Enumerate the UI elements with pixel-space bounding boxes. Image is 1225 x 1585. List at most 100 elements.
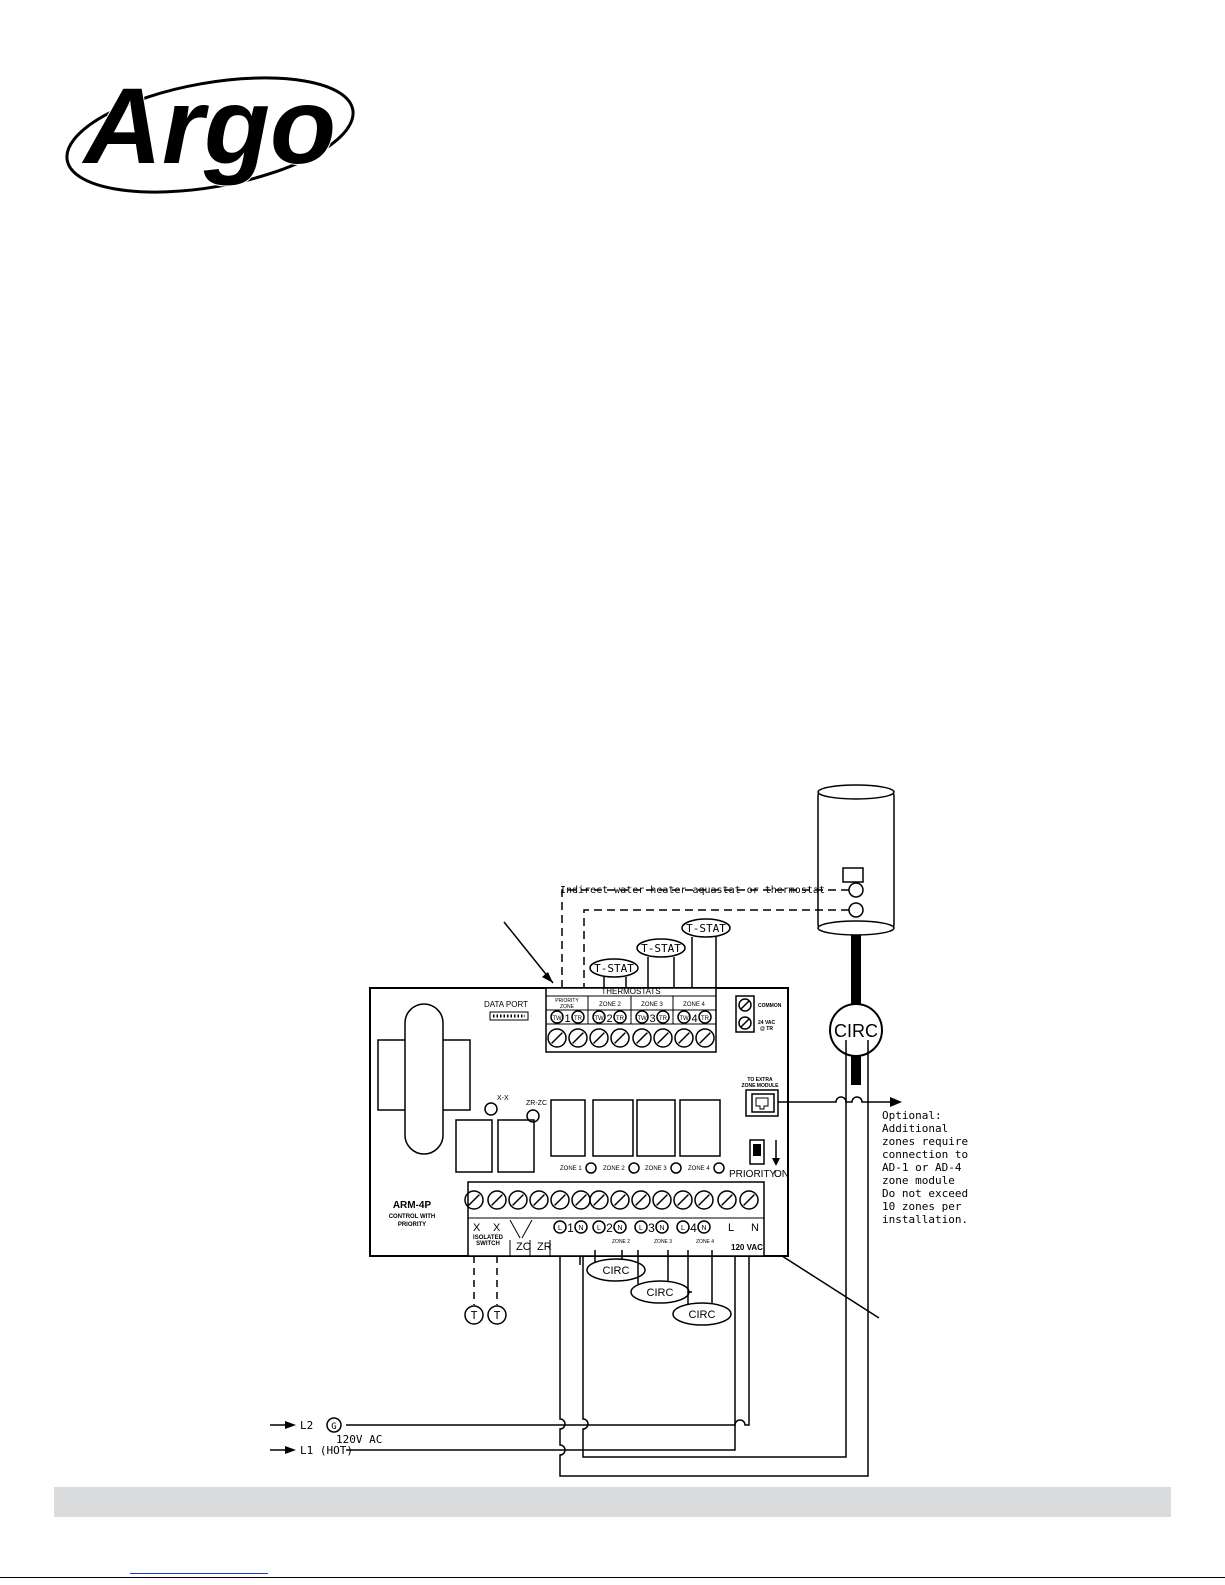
tstat-zone2: T-STAT [589,958,639,988]
svg-text:T: T [471,1309,478,1322]
tstat-tw-terminal [635,1010,649,1024]
svg-text:ZONE 1: ZONE 1 [560,1166,582,1172]
data-port-label: DATA PORT [484,1000,528,1009]
svg-text:PRIORITY: PRIORITY [555,998,579,1004]
zone3-circ: CIRC [630,1250,692,1304]
svg-text:connection to: connection to [882,1148,968,1161]
extra-module-lead [778,1096,894,1103]
thermostats-label: THERMOSTATS [601,987,660,996]
line-l-terminal [553,1220,567,1234]
l-label: L [639,1225,643,1232]
n-label: N [701,1225,706,1232]
line-l-terminal [634,1220,648,1234]
pointer-arrow-top [503,921,554,984]
svg-text:L2: L2 [300,1419,313,1432]
line-screw-3 [508,1190,528,1210]
zone-relay-1 [550,1099,586,1157]
priority-switch [749,1139,765,1165]
line-screw-9 [631,1190,651,1210]
tr-label: TR [659,1016,668,1022]
svg-text:Optional:: Optional: [882,1109,942,1122]
line-zone-number: 1 [567,1221,574,1235]
svg-text:ZONE 3: ZONE 3 [654,1239,672,1245]
on-label: ON [774,1169,789,1180]
l1-wire [346,1256,736,1451]
svg-text:10 zones per: 10 zones per [882,1200,962,1213]
zone-number: 4 [691,1013,697,1025]
line-l-terminal [676,1220,690,1234]
data-port [489,1011,529,1021]
n-label: N [578,1225,583,1232]
svg-text:CIRC: CIRC [603,1265,630,1277]
tw-label: TW [679,1016,689,1022]
line-screw-14 [739,1190,759,1210]
logo-text: Argo [81,65,336,186]
line-n-terminal [655,1220,669,1234]
l-label: L [558,1225,562,1232]
tstat-zone3: T-STAT [636,938,686,988]
svg-text:24 VAC: 24 VAC [758,1020,776,1026]
tstat-screw-6 [653,1028,673,1048]
svg-text:COMMON: COMMON [758,1003,782,1009]
tstat-screw-3 [589,1028,609,1048]
tstat-tr-terminal [656,1010,670,1024]
tank-circ-label: CIRC [834,1021,878,1041]
line-screw-8 [610,1190,630,1210]
svg-text:X: X [493,1222,501,1234]
zone-number: 2 [606,1013,612,1025]
priority-label: PRIORITY [729,1169,777,1180]
ground-circle [326,1417,342,1433]
tr-label: TR [701,1016,710,1022]
footer-link-underline[interactable] [130,1573,268,1574]
svg-text:ZONE 3: ZONE 3 [641,1002,663,1008]
vac24-block [735,995,755,1033]
t-circle-2 [487,1305,507,1325]
svg-text:T-STAT: T-STAT [594,962,634,975]
svg-text:ZONE MODULE: ZONE MODULE [742,1083,780,1089]
tw-label: TW [637,1016,647,1022]
svg-text:zone module: zone module [882,1174,955,1187]
svg-text:ZONE 3: ZONE 3 [645,1166,667,1172]
aquastat-label: Indirect water heater aquastat or thermo… [560,885,825,896]
model-label: ARM-4P CONTROL WITH PRIORITY [389,1200,436,1228]
svg-text:@ TR: @ TR [760,1026,773,1032]
zone-relay-4 [679,1099,721,1157]
line-zone-number: 2 [606,1221,613,1235]
svg-text:T: T [494,1309,501,1322]
svg-text:ZONE 2: ZONE 2 [603,1166,625,1172]
svg-text:L1 (HOT): L1 (HOT) [300,1444,353,1457]
line-screw-4 [529,1190,549,1210]
l-label: L [597,1225,601,1232]
line-screw-5 [550,1190,570,1210]
svg-text:ZR-ZC: ZR-ZC [526,1100,547,1107]
svg-text:ZR: ZR [537,1241,552,1253]
svg-text:120 VAC: 120 VAC [731,1243,763,1252]
zone-number: 3 [649,1013,655,1025]
svg-text:ZONE 4: ZONE 4 [688,1166,710,1172]
svg-text:CONTROL WITH: CONTROL WITH [389,1214,436,1220]
line-screw-1 [464,1190,484,1210]
tr-label: TR [616,1016,625,1022]
svg-text:T-STAT: T-STAT [686,922,726,935]
tstat-screw-1 [547,1028,567,1048]
led-zone1 [585,1162,597,1174]
svg-text:ZONE 4: ZONE 4 [683,1002,705,1008]
tstat-screw-8 [695,1028,715,1048]
line-n-terminal [574,1220,588,1234]
svg-text:ZONE: ZONE [560,1004,575,1010]
tstat-tr-terminal [613,1010,627,1024]
aquastat-wire-1 [561,889,849,988]
svg-text:T-STAT: T-STAT [641,942,681,955]
tstat-zone4: T-STAT [681,918,731,988]
svg-text:X-X: X-X [497,1095,509,1102]
svg-text:ZONE 2: ZONE 2 [599,1002,621,1008]
svg-text:G: G [331,1422,336,1432]
line-screw-2 [487,1190,507,1210]
optional-note: Optional: Additional zones require conne… [882,1109,968,1226]
n-label: N [659,1225,664,1232]
line-zone-number: 3 [648,1221,655,1235]
argo-logo: Argo [65,64,355,194]
line-zone-number: 4 [690,1221,697,1235]
zone-relay-2 [592,1099,634,1157]
t-circle-1 [464,1305,484,1325]
